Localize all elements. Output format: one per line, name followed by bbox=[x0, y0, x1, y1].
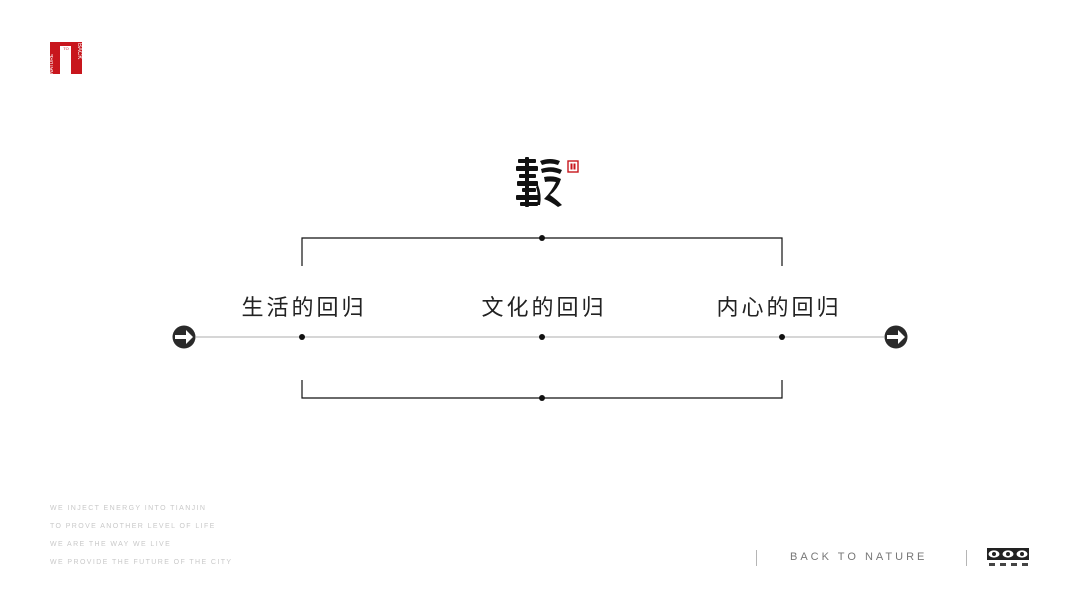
footer-divider-left bbox=[756, 550, 757, 566]
footer-divider-right bbox=[966, 550, 967, 566]
label-culture-return: 文化的回归 bbox=[481, 296, 607, 321]
arrow-left-circle-icon bbox=[172, 325, 196, 349]
logo-bar-top bbox=[50, 42, 82, 46]
top-bracket bbox=[301, 237, 783, 266]
label-life-return: 生活的回归 bbox=[241, 296, 367, 321]
bottom-bracket-dot bbox=[539, 395, 545, 401]
slogan-list: WE INJECT ENERGY INTO TIANJIN TO PROVE A… bbox=[50, 504, 270, 576]
logo-bar-left bbox=[50, 42, 60, 74]
slogan-line: TO PROVE ANOTHER LEVEL OF LIFE bbox=[50, 523, 216, 530]
footer-tagline: BACK TO NATURE bbox=[790, 551, 928, 563]
label-heart-return: 内心的回归 bbox=[716, 296, 842, 321]
logo-text-to: TO bbox=[63, 46, 69, 51]
arrow-right-circle-icon bbox=[884, 325, 908, 349]
top-bracket-dot bbox=[539, 235, 545, 241]
calligraphy-seal-icon bbox=[516, 157, 579, 207]
logo-text-back: BACK bbox=[76, 43, 82, 60]
timeline-node-3 bbox=[779, 334, 785, 340]
timeline-node-1 bbox=[299, 334, 305, 340]
slogan-line: WE INJECT ENERGY INTO TIANJIN bbox=[50, 505, 207, 512]
eye-logo-icon bbox=[987, 548, 1029, 566]
logo-bar-right bbox=[71, 42, 82, 74]
brand-logo-mark: BACK TO NATURE bbox=[49, 42, 82, 74]
slogan-line: WE ARE THE WAY WE LIVE bbox=[50, 541, 172, 548]
slogan-line: WE PROVIDE THE FUTURE OF THE CITY bbox=[50, 559, 233, 566]
timeline-node-2 bbox=[539, 334, 545, 340]
